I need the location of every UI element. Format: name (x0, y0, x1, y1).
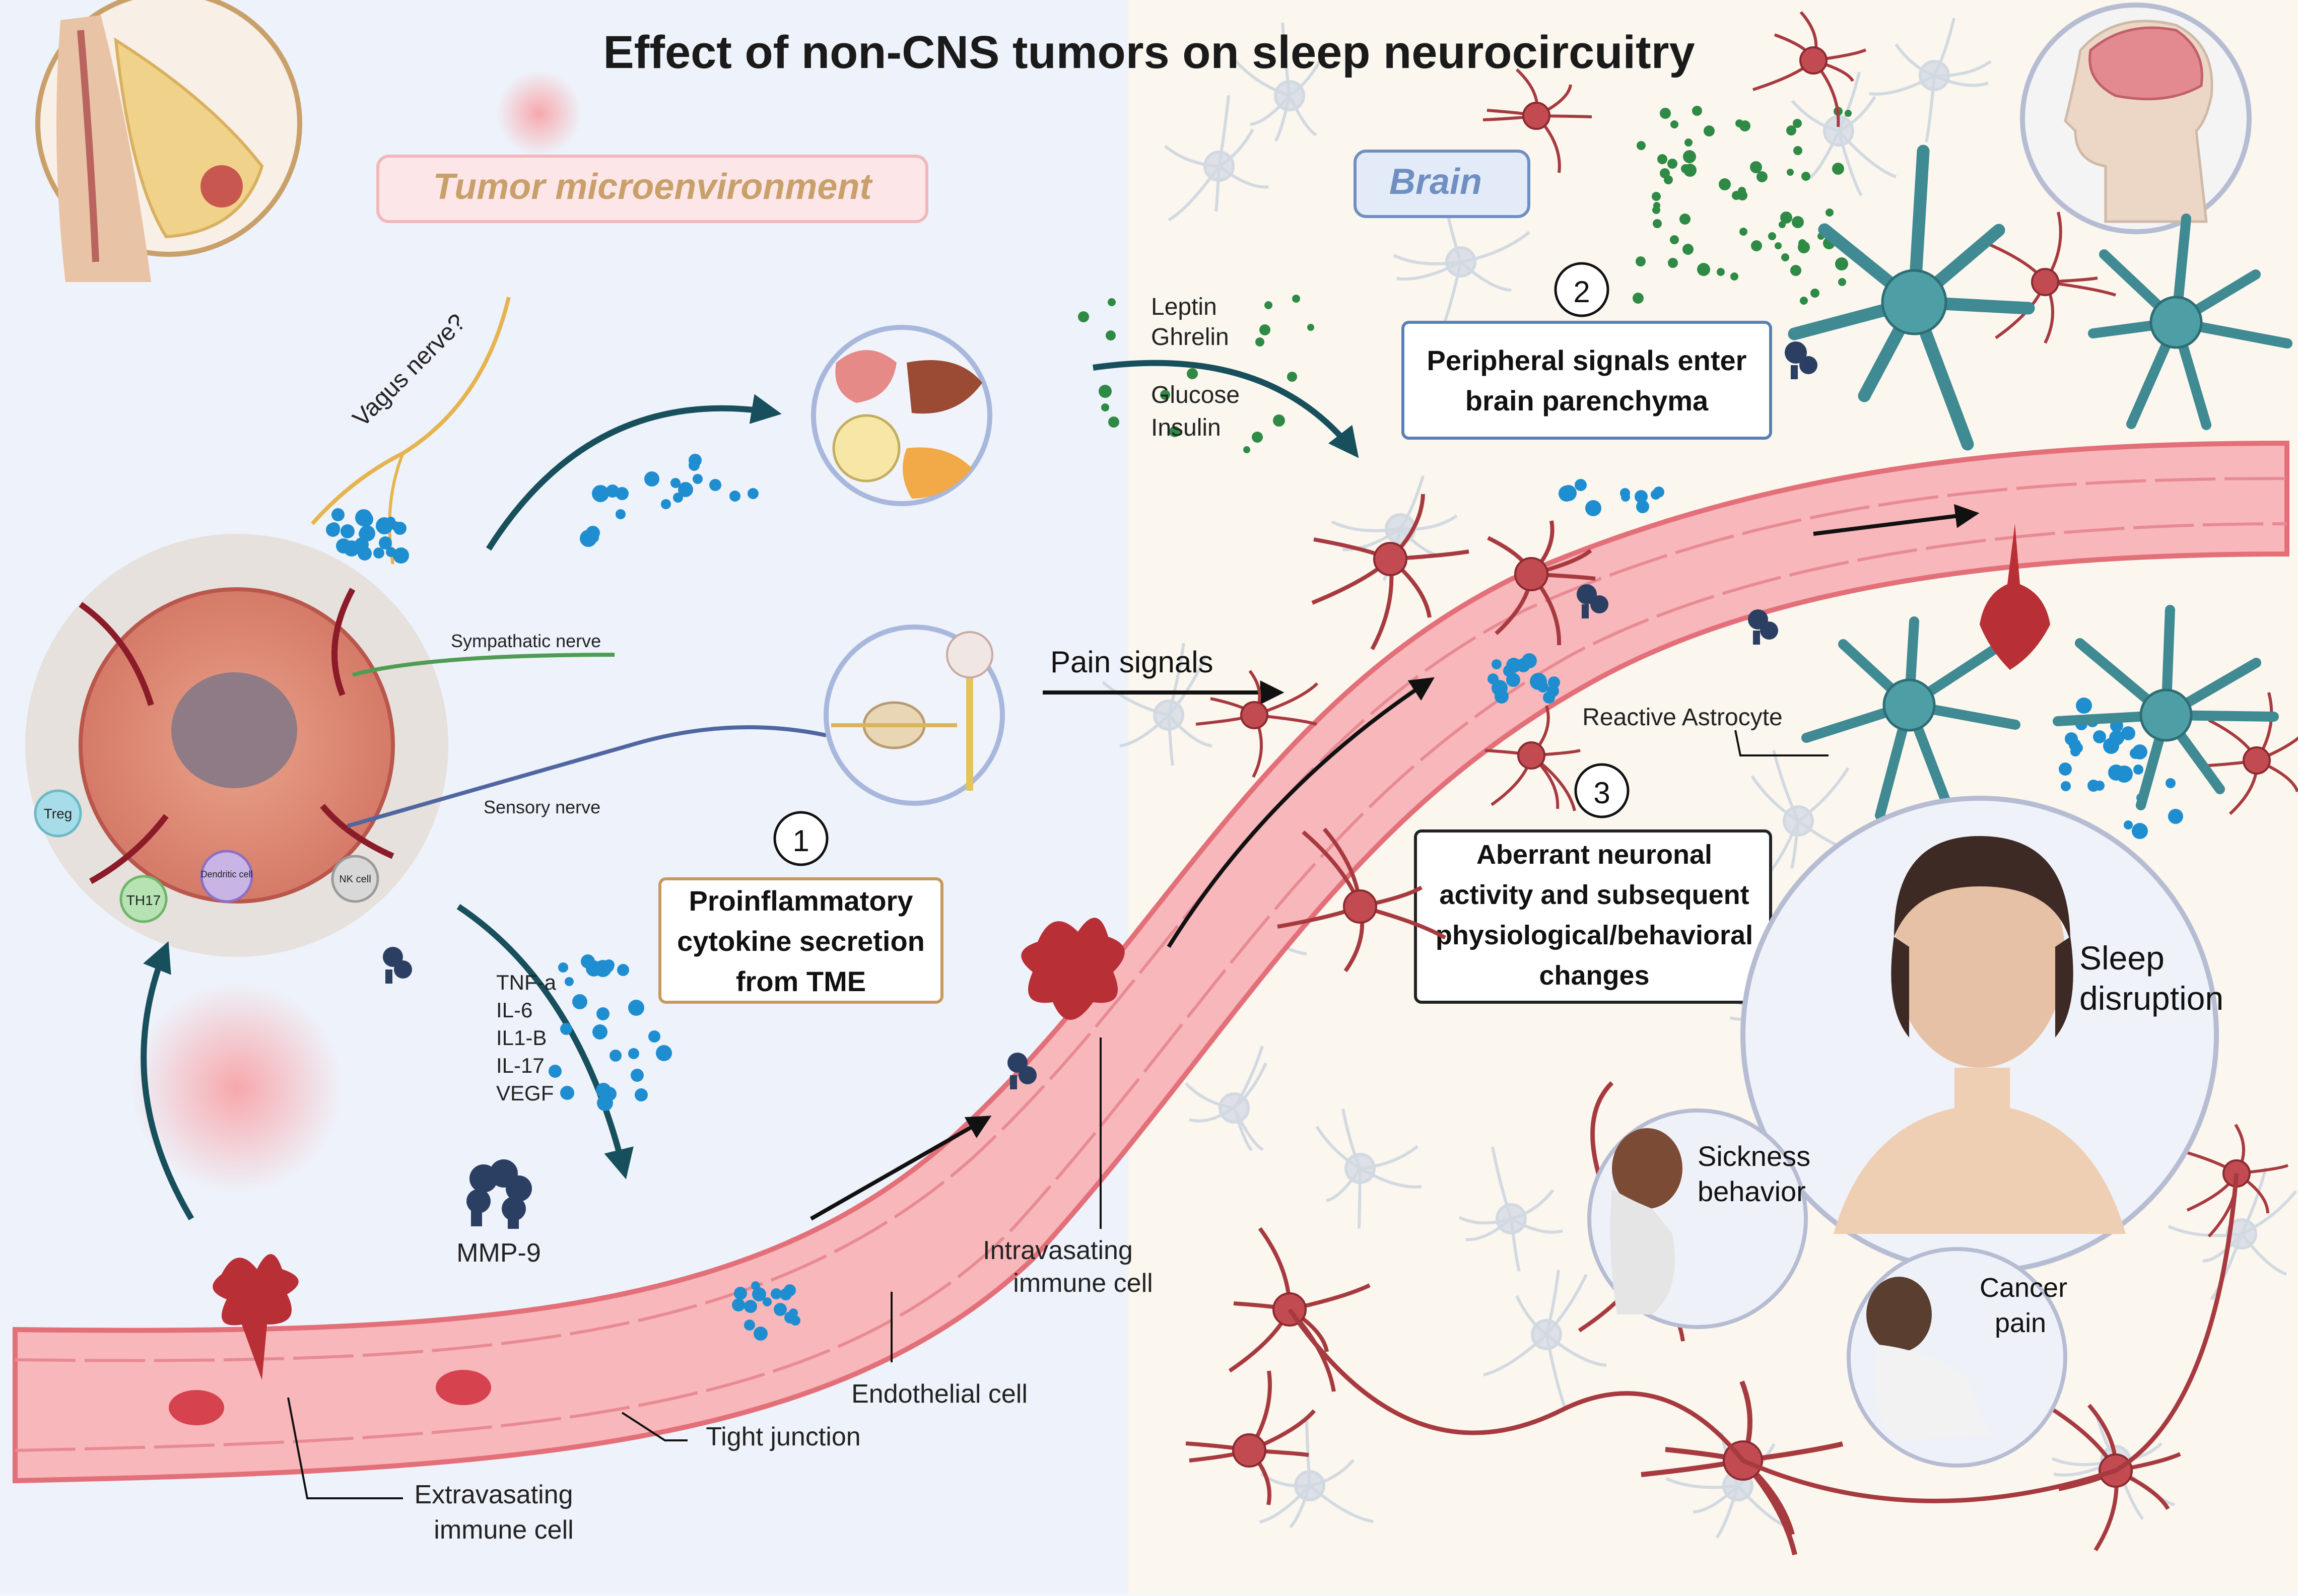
spinal-cord-inset (824, 624, 1005, 806)
intravasating-label-1: Intravasating (983, 1236, 1133, 1265)
sickness-label-1: Sickness (1698, 1140, 1810, 1172)
svg-text:activity and subsequent: activity and subsequent (1439, 880, 1749, 910)
sickness-label-2: behavior (1698, 1175, 1806, 1207)
hormone-labels: Leptin Ghrelin Glucose Insulin (1151, 294, 1240, 441)
step-2: 2 Peripheral signals enter brain parench… (1401, 262, 1772, 440)
extravasating-immune-cell (213, 1254, 299, 1380)
svg-text:Proinflammatory: Proinflammatory (689, 885, 913, 917)
hormone-dots (1078, 106, 1852, 453)
brain-section-label: Brain (1354, 150, 1530, 218)
svg-text:Peripheral signals enter: Peripheral signals enter (1427, 344, 1747, 376)
extravasating-label-2: immune cell (434, 1515, 573, 1545)
nk-cell (331, 855, 379, 903)
cytokine-il17: IL-17 (496, 1054, 545, 1077)
sympathetic-nerve-label: Sympathatic nerve (451, 631, 601, 651)
vessel-pointer-lines (287, 730, 1829, 1499)
flow-arrows (810, 504, 1980, 1221)
tme-section-label: Tumor microenvironment (376, 155, 928, 223)
mmp9-small (383, 341, 1817, 1089)
svg-text:Aberrant neuronal: Aberrant neuronal (1476, 840, 1712, 870)
intravasating-immune-cell (1021, 918, 1125, 1020)
endothelial-cell-label: Endothelial cell (851, 1379, 1028, 1409)
cancer-pain-label-1: Cancer (1980, 1273, 2067, 1303)
hormone-glucose: Glucose (1151, 382, 1240, 408)
diagram-title: Effect of non-CNS tumors on sleep neuroc… (603, 27, 1695, 78)
vessel-labels: Extravasating immune cell Tight junction… (414, 1236, 1153, 1545)
hormone-ghrelin: Ghrelin (1151, 324, 1229, 351)
nerves (311, 297, 827, 828)
cytokine-il6: IL-6 (496, 998, 532, 1022)
mmp9-molecule (466, 1159, 532, 1229)
sensory-nerve-label: Sensory nerve (484, 797, 600, 817)
step-3: 3 Aberrant neuronal activity and subsequ… (1414, 763, 1772, 1004)
dendritic-cell (200, 850, 253, 903)
cytokine-il1b: IL1-B (496, 1026, 547, 1050)
sleep-disruption-inset: Sleep disruption (1740, 796, 2223, 1274)
treg-label: Treg (44, 806, 73, 821)
svg-text:1: 1 (792, 824, 809, 858)
hormone-leptin: Leptin (1151, 294, 1217, 320)
cytokine-tnfa: TNF-a (496, 970, 557, 994)
signal-arrows (141, 360, 1359, 1221)
tight-junction-label: Tight junction (706, 1422, 860, 1451)
reactive-astrocytes (1788, 145, 2292, 821)
nk-label: NK cell (339, 874, 371, 885)
immune-cell-brain (1980, 524, 2050, 670)
svg-text:Brain: Brain (1389, 162, 1482, 202)
svg-text:2: 2 (1573, 275, 1590, 309)
th17-cell (119, 875, 168, 923)
dendritic-label: Dendritic cell (200, 869, 252, 879)
svg-text:changes: changes (1539, 960, 1649, 991)
mmp9-label: MMP-9 (456, 1238, 541, 1268)
breast-inset (35, 0, 302, 282)
svg-text:physiological/behavioral: physiological/behavioral (1436, 920, 1753, 950)
sleep-label-1: Sleep (2079, 939, 2165, 977)
svg-text:3: 3 (1593, 776, 1610, 810)
cytokine-vegf: VEGF (496, 1081, 554, 1105)
svg-text:brain parenchyma: brain parenchyma (1465, 385, 1709, 417)
reactive-astrocyte-label: Reactive Astrocyte (1582, 704, 1783, 731)
sleep-label-2: disruption (2079, 980, 2223, 1017)
cancer-pain-inset: Cancer pain (1847, 1247, 2067, 1468)
pain-signals-label: Pain signals (1050, 645, 1213, 679)
th17-label: TH17 (126, 892, 161, 908)
svg-text:cytokine secretion: cytokine secretion (677, 925, 925, 957)
treg-cell (34, 789, 82, 838)
extravasating-label-1: Extravasating (414, 1480, 573, 1509)
organs-inset (811, 325, 992, 506)
intravasating-label-2: immune cell (1013, 1269, 1153, 1298)
step-1: 1 Proinflammatory cytokine secretion fro… (658, 811, 943, 1004)
tumor-mass: Treg TH17 Dendritic cell NK cell (25, 71, 582, 1194)
head-inset (2020, 3, 2252, 234)
sickness-behavior-inset: Sickness behavior (1587, 1108, 1810, 1329)
hormone-insulin: Insulin (1151, 414, 1221, 441)
svg-text:from TME: from TME (736, 965, 866, 997)
cancer-pain-label-2: pain (1995, 1308, 2046, 1338)
cytokine-labels: TNF-a IL-6 IL1-B IL-17 VEGF (496, 970, 557, 1105)
svg-text:Tumor microenvironment: Tumor microenvironment (433, 167, 873, 207)
